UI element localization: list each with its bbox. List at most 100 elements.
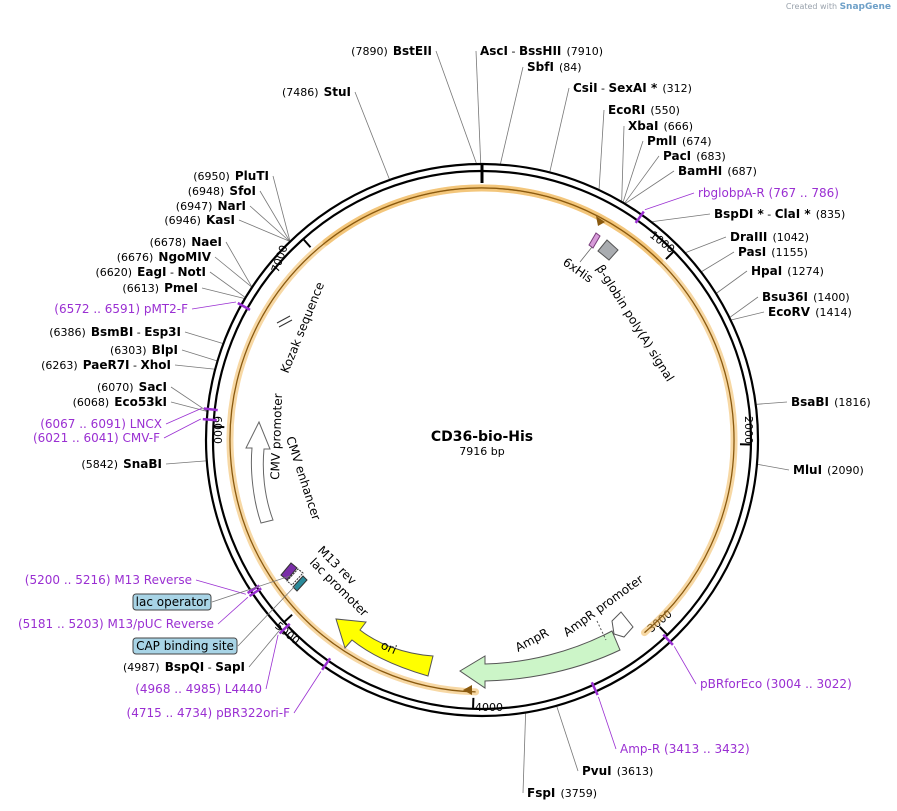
site-label: (6263) PaeR7I - XhoI [41,354,171,373]
site-position: (3613) [617,765,654,778]
site-label: AscI - BssHII (7910) [480,40,603,59]
site-partner-name: ClaI * [775,207,812,221]
site-leader [625,170,675,204]
site-leader [549,87,570,172]
site-position: (7910) [566,45,603,58]
plasmid-name: CD36-bio-His [431,429,533,445]
site-label: (6068) Eco53kI [73,391,167,410]
primer-label: pBRforEco (3004 .. 3022) [700,677,852,691]
site-leader [475,50,482,164]
site-name: KasI [206,213,235,227]
site-leader [354,91,390,180]
site-name: SbfI [527,60,554,74]
boxed-leader [237,585,296,647]
ampr-promoter-boundary [596,620,607,641]
label-ampr-promoter: AmpR promoter [561,572,646,639]
primer-label: Amp-R (3413 .. 3432) [620,742,750,756]
site-name: EcoRI [608,103,645,117]
boxed-feature-label: CAP binding site [136,639,234,653]
primer-range: (5200 .. 5216) [25,573,111,587]
site-leader [500,66,524,164]
site-position: (6676) [117,251,154,264]
site-name: PluTI [235,169,269,183]
primer-name: pBR322ori-F [216,706,290,720]
primer-leader [293,671,322,714]
site-leader [259,190,290,242]
site-position: (4987) [123,661,160,674]
site-label: CsiI - SexAI * (312) [573,77,692,96]
kozak-mark [276,315,291,324]
ampr-feature-arrow [459,630,621,689]
site-name: SnaBI [123,457,162,471]
site-leader [170,386,207,412]
site-label: (6678) NaeI [150,231,222,250]
site-label: BsaBI (1816) [791,391,871,410]
site-leader [757,464,790,471]
site-position: (6068) [73,396,110,409]
site-leader [730,296,759,318]
site-leader [181,349,217,362]
site-label: EcoRV (1414) [768,301,852,320]
primer-name: rbglobpA-R [698,186,765,200]
cap-site-block [292,575,308,592]
tick-label: 2000 [742,416,755,444]
site-position: (6678) [150,236,187,249]
site-label: (7890) BstEII [351,40,432,59]
label-kozak-sequence: Kozak sequence [278,280,327,375]
site-label: (7486) StuI [282,81,351,100]
site-name: MluI [793,463,822,477]
primer-leader [165,407,202,425]
site-leader [201,287,244,299]
site-position: (1042) [772,231,809,244]
site-position: (84) [559,61,582,74]
boxed-feature-bg [132,637,238,655]
site-name: AscI [480,44,508,58]
primer-leader [644,192,695,211]
tick-mark [284,613,293,623]
site-leader [435,50,477,164]
site-leader [170,401,207,412]
site-name: XbaI [628,119,658,133]
primer-range: (4715 .. 4734) [127,706,213,720]
orf-arc [229,187,735,693]
ori-feature-arrow [335,618,434,677]
credit-prefix: Created with [785,2,838,11]
site-position: (6948) [188,185,225,198]
primer-range: (4968 .. 4985) [135,682,221,696]
primer-labels: rbglobpA-R (767 .. 786)pBRforEco (3004 .… [18,186,852,756]
site-label: (6070) SacI [97,376,167,395]
sixhis-leader [579,246,593,263]
site-name: PmeI [164,281,198,295]
primer-range: (6572 .. 6591) [54,302,140,316]
primer-leader [673,646,697,685]
site-name: NarI [217,199,246,213]
site-partner-name: SapI [215,660,245,674]
label-betaglobin-polya: β-globin poly(A) signal [593,262,676,384]
site-label: (4987) BspQI - SapI [123,656,245,675]
site-position: (666) [664,120,694,133]
primer-leader [217,596,249,625]
site-label: (6947) NarI [176,195,246,214]
snapgene-credit: Created with SnapGene [786,2,891,12]
primer-range: (3004 .. 3022) [766,677,852,691]
site-leader [624,155,660,203]
site-name: EagI [137,265,166,279]
site-position: (5842) [81,458,118,471]
site-position: (6070) [97,381,134,394]
site-leader [214,256,252,288]
site-label: PvuI (3613) [582,760,653,779]
site-name: BsmBI [91,325,133,339]
kozak-mark [278,319,293,328]
primer-leader [163,418,201,439]
site-leader [716,270,748,294]
site-position: (312) [662,82,692,95]
primer-range: (6021 .. 6041) [33,431,119,445]
label-ori: ori [379,638,399,657]
site-label: PacI (683) [663,145,726,164]
primer-name: CMV-F [123,431,161,445]
site-name: DraIII [730,230,767,244]
site-leader [272,175,291,241]
site-leader [731,311,765,321]
orf-arrowhead [596,216,605,226]
